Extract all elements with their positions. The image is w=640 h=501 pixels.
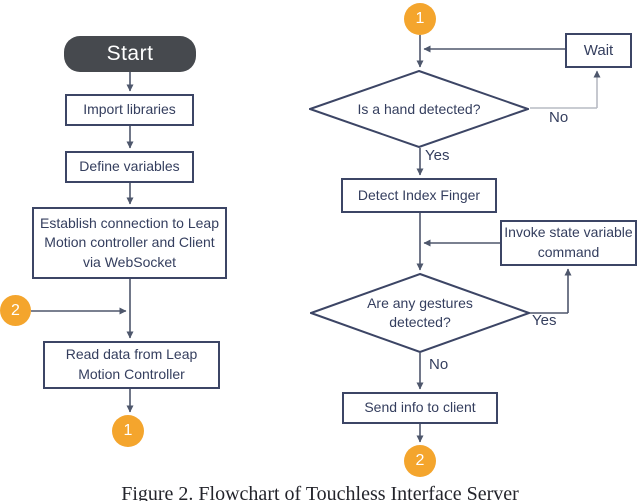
offpage-connector-1-badge: 1 bbox=[112, 415, 144, 447]
import-libraries-step: Import libraries bbox=[65, 94, 194, 126]
establish-connection-step: Establish connection to Leap Motion cont… bbox=[32, 207, 227, 279]
decision-diamond-shape bbox=[309, 70, 529, 148]
hand-detected-decision: Is a hand detected? bbox=[309, 70, 529, 148]
define-variables-step: Define variables bbox=[65, 151, 194, 183]
start-terminator: Start bbox=[64, 36, 196, 72]
decision-question: Are any gestures detected? bbox=[367, 295, 473, 330]
detect-index-finger-step: Detect Index Finger bbox=[341, 178, 497, 213]
edge-label-yes: Yes bbox=[532, 312, 557, 329]
decision-diamond-shape bbox=[310, 273, 530, 353]
figure-caption: Figure 2. Flowchart of Touchless Interfa… bbox=[121, 483, 519, 501]
offpage-connector-1-badge: 1 bbox=[404, 3, 436, 35]
wait-step: Wait bbox=[565, 33, 632, 68]
decision-question: Is a hand detected? bbox=[357, 100, 481, 117]
offpage-connector-2-badge: 2 bbox=[404, 445, 436, 477]
read-data-step: Read data from Leap Motion Controller bbox=[43, 341, 220, 389]
edge-label-no: No bbox=[429, 356, 449, 373]
send-info-to-client-step: Send info to client bbox=[342, 392, 498, 424]
invoke-state-variable-step: Invoke state variable command bbox=[500, 220, 637, 266]
edge-label-no: No bbox=[549, 109, 569, 126]
gestures-detected-decision: Are any gestures detected? bbox=[310, 273, 530, 353]
offpage-connector-2-badge: 2 bbox=[0, 295, 31, 326]
edge-label-yes: Yes bbox=[425, 147, 450, 164]
